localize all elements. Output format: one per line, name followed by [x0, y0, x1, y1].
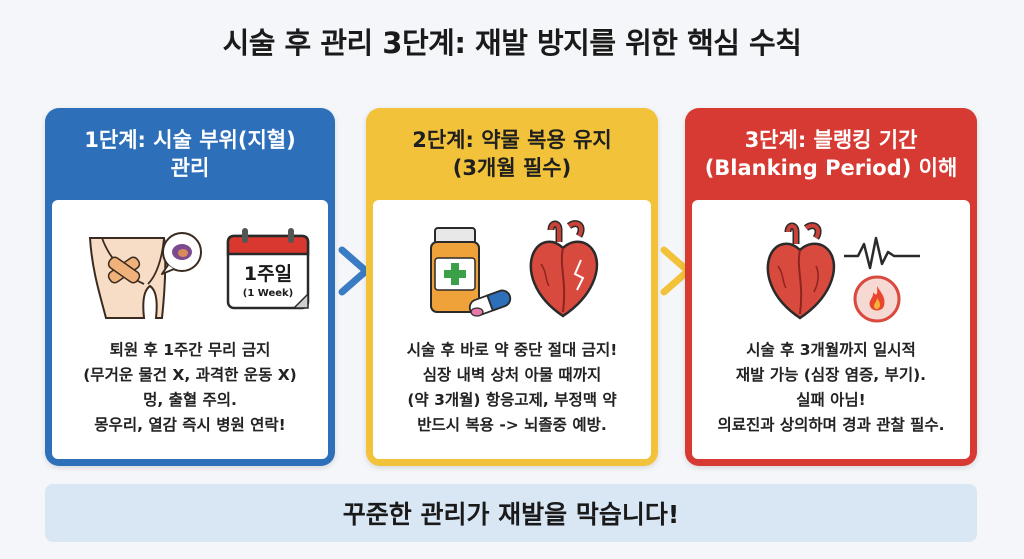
step-1-header: 1단계: 시술 부위(지혈) 관리 [45, 108, 335, 200]
step-1-line-3: 멍, 출혈 주의. [143, 391, 237, 410]
heart-icon [766, 222, 836, 320]
step-2-card: 2단계: 약물 복용 유지 (3개월 필수) [366, 108, 658, 466]
step-1-line-2: (무거운 물건 X, 과격한 운동 X) [83, 366, 297, 385]
step-3-text: 시술 후 3개월까지 일시적 재발 가능 (심장 염증, 부기). 실패 아님!… [698, 338, 964, 438]
step-2-header-line2: (3개월 필수) [452, 156, 572, 180]
step-2-illustrations [373, 218, 651, 328]
step-3-line-1: 시술 후 3개월까지 일시적 [746, 341, 916, 359]
step-1-card: 1단계: 시술 부위(지혈) 관리 [45, 108, 335, 466]
step-1-header-line1: 1단계: 시술 부위(지혈) [84, 127, 296, 152]
step-2-header-line1: 2단계: 약물 복용 유지 [412, 127, 612, 152]
step-2-line-4: 반드시 복용 -> 뇌졸중 예방. [417, 416, 607, 435]
step-1-text: 퇴원 후 1주간 무리 금지 (무거운 물건 X, 과격한 운동 X) 멍, 출… [58, 338, 322, 438]
step-2-content: 시술 후 바로 약 중단 절대 금지! 심장 내벽 상처 아물 때까지 (약 3… [373, 200, 651, 459]
step-2-line-1: 시술 후 바로 약 중단 절대 금지! [406, 341, 618, 359]
step-2-header: 2단계: 약물 복용 유지 (3개월 필수) [366, 108, 658, 200]
medicine-bottle-icon [430, 227, 480, 313]
step-3-header-line1: 3단계: 블랭킹 기간 [744, 127, 918, 152]
calendar-main-text: 1주일 [244, 263, 292, 285]
step-3-illustrations [692, 218, 970, 328]
inflammation-fire-icon [853, 275, 901, 323]
step-1-line-1: 퇴원 후 1주간 무리 금지 [109, 341, 271, 359]
step-3-content: 시술 후 3개월까지 일시적 재발 가능 (심장 염증, 부기). 실패 아님!… [692, 200, 970, 459]
step-2-line-3: (약 3개월) 항응고제, 부정맥 약 [407, 391, 617, 410]
ecg-line-icon [844, 236, 920, 270]
calendar-sub-text: (1 Week) [243, 288, 293, 299]
step-2-text: 시술 후 바로 약 중단 절대 금지! 심장 내벽 상처 아물 때까지 (약 3… [379, 338, 645, 438]
step-3-line-4: 의료진과 상의하며 경과 관찰 필수. [717, 416, 945, 435]
pill-icon [468, 289, 512, 317]
step-3-header: 3단계: 블랭킹 기간 (Blanking Period) 이해 [685, 108, 977, 200]
step-2-line-2: 심장 내벽 상처 아물 때까지 [422, 366, 602, 385]
step-1-header-line2: 관리 [170, 156, 210, 180]
step-3-card: 3단계: 블랭킹 기간 (Blanking Period) 이해 [685, 108, 977, 466]
heart-icon [529, 220, 599, 318]
groin-bandage-icon [88, 232, 202, 319]
step-1-line-4: 몽우리, 열감 즉시 병원 연락! [94, 416, 286, 435]
step-3-line-2: 재발 가능 (심장 염증, 부기). [735, 366, 927, 385]
page-title: 시술 후 관리 3단계: 재발 방지를 위한 핵심 수칙 [222, 26, 802, 60]
step-3-header-line2: (Blanking Period) 이해 [704, 156, 958, 180]
footer-banner: 꾸준한 관리가 재발을 막습니다! [45, 484, 977, 542]
step-3-line-3: 실패 아님! [796, 391, 866, 410]
step-1-illustrations: 1주일 (1 Week) [52, 218, 328, 328]
step-1-content: 1주일 (1 Week) 퇴원 후 1주간 무리 금지 (무거운 물건 X, 과… [52, 200, 328, 459]
calendar-icon: 1주일 (1 Week) [226, 228, 310, 310]
